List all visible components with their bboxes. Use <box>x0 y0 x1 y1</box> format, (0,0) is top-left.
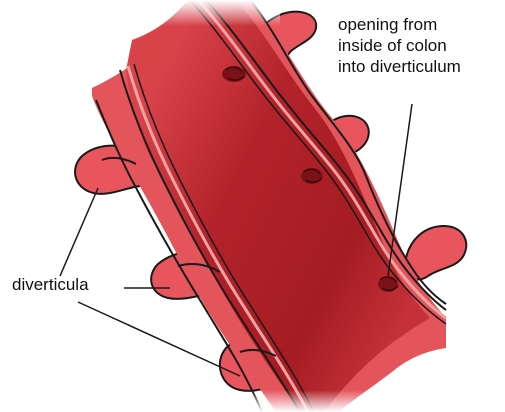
opening-label-line2: inside of colon <box>338 35 504 56</box>
opening-label-line1: opening from <box>338 14 504 35</box>
opening-top <box>222 66 246 82</box>
opening-middle <box>301 168 323 184</box>
pointer-diverticula-top <box>60 188 98 276</box>
diverticula-label: diverticula <box>12 274 89 295</box>
opening-bottom <box>378 276 398 292</box>
opening-label: opening from inside of colon into divert… <box>338 14 504 77</box>
fade-bottom <box>240 390 450 412</box>
fade-top <box>80 0 280 26</box>
opening-label-line3: into diverticulum <box>338 56 504 77</box>
